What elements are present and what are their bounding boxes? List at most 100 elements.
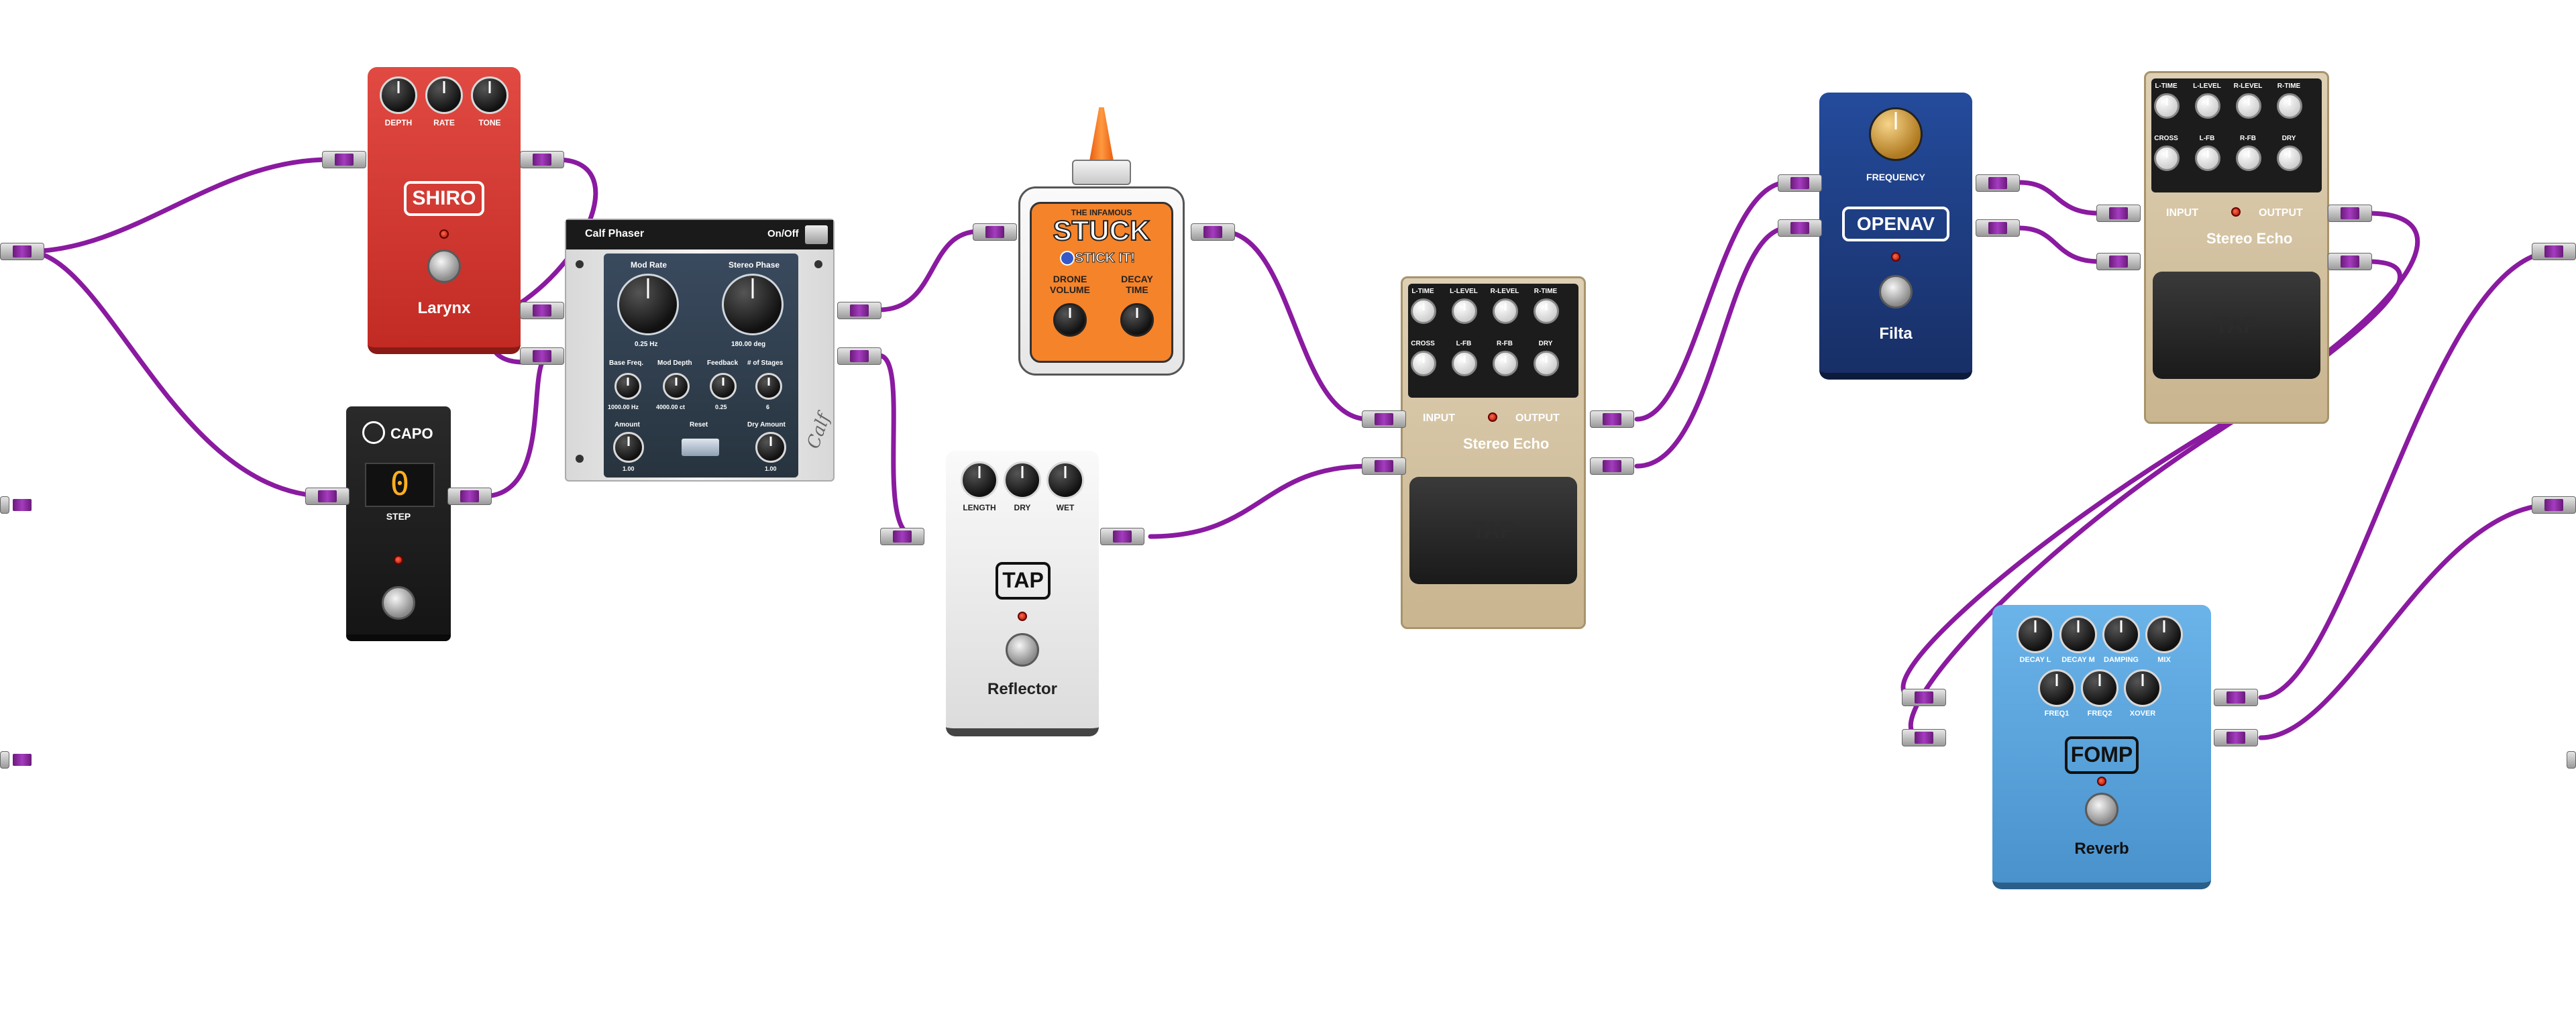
stuck-in-jack[interactable]	[973, 223, 1017, 241]
decay-time-knob[interactable]	[1120, 303, 1154, 337]
stick-it-switch[interactable]	[1060, 251, 1075, 266]
l-time-knob[interactable]	[2154, 93, 2180, 119]
output-jack[interactable]	[2532, 243, 2576, 260]
mix-knob[interactable]	[2145, 616, 2183, 653]
tap-pad[interactable]: TAP	[1409, 477, 1577, 584]
cross-knob[interactable]	[1411, 351, 1436, 376]
pedal-shiro-larynx[interactable]: DEPTH RATE TONE SHIRO Larynx	[368, 67, 521, 354]
input-jack[interactable]	[0, 496, 32, 514]
damping-knob[interactable]	[2102, 616, 2140, 653]
input-jack[interactable]	[0, 751, 32, 769]
output-jack[interactable]	[2532, 496, 2576, 514]
openav-out-r-jack[interactable]	[1976, 219, 2020, 237]
knob-label: DECAY M	[2061, 656, 2095, 664]
pedal-tap-reflector[interactable]: LENGTH DRY WET TAP Reflector	[946, 451, 1099, 736]
r-time-knob[interactable]	[1534, 298, 1559, 324]
depth-knob[interactable]	[380, 76, 417, 114]
freq2-knob[interactable]	[2081, 669, 2118, 707]
l-level-knob[interactable]	[2195, 93, 2220, 119]
mod-rate-knob[interactable]	[617, 274, 679, 335]
amount-knob[interactable]	[613, 432, 644, 463]
tap-pad[interactable]: TAP	[2153, 272, 2320, 379]
xover-knob[interactable]	[2124, 669, 2161, 707]
dry-knob[interactable]	[2277, 146, 2302, 171]
pedal-stereo-echo-1[interactable]: L-TIME L-LEVEL R-LEVEL R-TIME CROSS L-FB…	[1401, 276, 1586, 629]
l-fb-knob[interactable]	[1452, 351, 1477, 376]
dry-knob[interactable]	[1534, 351, 1559, 376]
output-jack[interactable]	[2567, 751, 2576, 769]
freq1-knob[interactable]	[2038, 669, 2076, 707]
echo1-out-r-jack[interactable]	[1590, 457, 1634, 475]
phaser-out-l-jack[interactable]	[837, 302, 881, 319]
r-level-knob[interactable]	[2236, 93, 2261, 119]
echo2-in-r-jack[interactable]	[2096, 253, 2141, 270]
bypass-footswitch[interactable]	[1006, 633, 1039, 667]
fomp-out-r-jack[interactable]	[2214, 729, 2258, 746]
r-level-knob[interactable]	[1493, 298, 1518, 324]
capo-logo-icon	[362, 421, 385, 444]
decay-m-knob[interactable]	[2059, 616, 2097, 653]
bypass-footswitch[interactable]	[2085, 793, 2118, 826]
dry-amount-knob[interactable]	[755, 432, 786, 463]
stuck-out-jack[interactable]	[1191, 223, 1235, 241]
bypass-footswitch[interactable]	[427, 249, 461, 283]
capo-out-jack[interactable]	[447, 488, 492, 505]
tap-out-jack[interactable]	[1100, 528, 1144, 545]
r-fb-knob[interactable]	[2236, 146, 2261, 171]
pedal-openav-filta[interactable]: FREQUENCY OPENAV Filta	[1819, 93, 1972, 380]
length-knob[interactable]	[961, 461, 998, 499]
phaser-in-l-jack[interactable]	[520, 302, 564, 319]
pedal-stuck[interactable]: THE INFAMOUS STUCK STICK IT! DRONE VOLUM…	[1014, 107, 1189, 376]
brand-logo: SHIRO	[404, 181, 484, 216]
frequency-knob[interactable]	[1869, 107, 1923, 161]
cross-knob[interactable]	[2154, 146, 2180, 171]
shiro-out-jack[interactable]	[520, 151, 564, 168]
input-jack[interactable]	[0, 243, 44, 260]
reset-button[interactable]	[682, 439, 719, 456]
echo2-out-l-jack[interactable]	[2328, 205, 2372, 222]
r-time-knob[interactable]	[2277, 93, 2302, 119]
stereo-phase-knob[interactable]	[722, 274, 784, 335]
mod-depth-knob[interactable]	[663, 373, 690, 400]
pedal-capo[interactable]: CAPO 0 STEP	[346, 406, 451, 641]
decay-l-knob[interactable]	[2017, 616, 2054, 653]
echo1-in-r-jack[interactable]	[1362, 457, 1406, 475]
drone-volume-knob[interactable]	[1053, 303, 1087, 337]
fomp-out-l-jack[interactable]	[2214, 689, 2258, 706]
wet-knob[interactable]	[1046, 461, 1084, 499]
shiro-in-jack[interactable]	[322, 151, 366, 168]
tone-knob[interactable]	[471, 76, 508, 114]
pedal-fomp-reverb[interactable]: DECAY L DECAY M DAMPING MIX FREQ1 FREQ2 …	[1992, 605, 2211, 889]
r-fb-knob[interactable]	[1493, 351, 1518, 376]
cable	[1634, 225, 1790, 469]
plugin-calf-phaser[interactable]: Calf Phaser On/Off Mod Rate Stereo Phase…	[565, 219, 835, 482]
echo1-out-l-jack[interactable]	[1590, 410, 1634, 428]
dry-knob[interactable]	[1004, 461, 1041, 499]
tap-in-jack[interactable]	[880, 528, 924, 545]
fomp-in-r-jack[interactable]	[1902, 729, 1946, 746]
rate-knob[interactable]	[425, 76, 463, 114]
feedback-knob[interactable]	[710, 373, 737, 400]
pedal-name: Reverb	[2074, 840, 2129, 858]
onoff-toggle[interactable]	[805, 225, 828, 244]
bypass-footswitch[interactable]	[1879, 275, 1913, 308]
fomp-in-l-jack[interactable]	[1902, 689, 1946, 706]
echo1-in-l-jack[interactable]	[1362, 410, 1406, 428]
knob-label: DAMPING	[2104, 656, 2139, 664]
l-level-knob[interactable]	[1452, 298, 1477, 324]
bypass-footswitch[interactable]	[382, 586, 415, 620]
openav-in-r-jack[interactable]	[1778, 219, 1822, 237]
openav-in-l-jack[interactable]	[1778, 174, 1822, 192]
echo2-in-l-jack[interactable]	[2096, 205, 2141, 222]
stages-knob[interactable]	[755, 373, 782, 400]
openav-out-l-jack[interactable]	[1976, 174, 2020, 192]
base-freq-knob[interactable]	[614, 373, 641, 400]
l-time-knob[interactable]	[1411, 298, 1436, 324]
phaser-out-r-jack[interactable]	[837, 347, 881, 365]
capo-in-jack[interactable]	[305, 488, 350, 505]
pedal-stereo-echo-2[interactable]: L-TIME L-LEVEL R-LEVEL R-TIME CROSS L-FB…	[2144, 71, 2329, 424]
l-fb-knob[interactable]	[2195, 146, 2220, 171]
echo2-out-r-jack[interactable]	[2328, 253, 2372, 270]
phaser-in-r-jack[interactable]	[520, 347, 564, 365]
